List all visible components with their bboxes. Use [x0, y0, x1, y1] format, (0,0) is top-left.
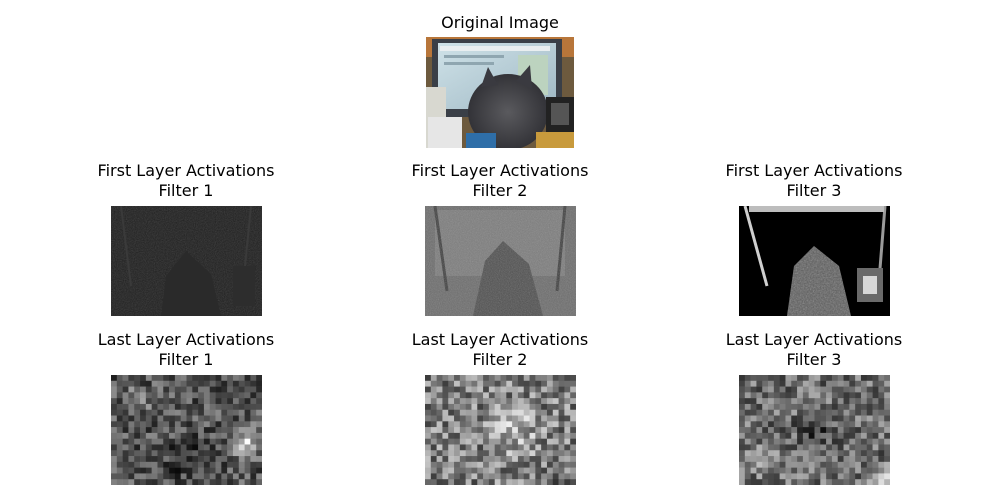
- original-image-title: Original Image: [441, 13, 559, 32]
- original-image: [426, 37, 574, 148]
- first-layer-filter-1-image: [111, 206, 262, 316]
- last-layer-filter-3-title: Last Layer Activations Filter 3: [725, 330, 903, 369]
- last-layer-filter-3-image: [739, 375, 890, 485]
- first-layer-filter-1-title: First Layer Activations Filter 1: [97, 161, 275, 200]
- first-layer-filter-2-image: [425, 206, 576, 316]
- original-image-photo: [426, 37, 574, 148]
- last-layer-filter-2-image: [425, 375, 576, 485]
- last-layer-filter-1-title: Last Layer Activations Filter 1: [97, 330, 275, 369]
- first-layer-filter-3-title: First Layer Activations Filter 3: [725, 161, 903, 200]
- last-layer-filter-1-image: [111, 375, 262, 485]
- first-layer-filter-2-title: First Layer Activations Filter 2: [411, 161, 589, 200]
- last-layer-filter-2-title: Last Layer Activations Filter 2: [411, 330, 589, 369]
- first-layer-filter-3-image: [739, 206, 890, 316]
